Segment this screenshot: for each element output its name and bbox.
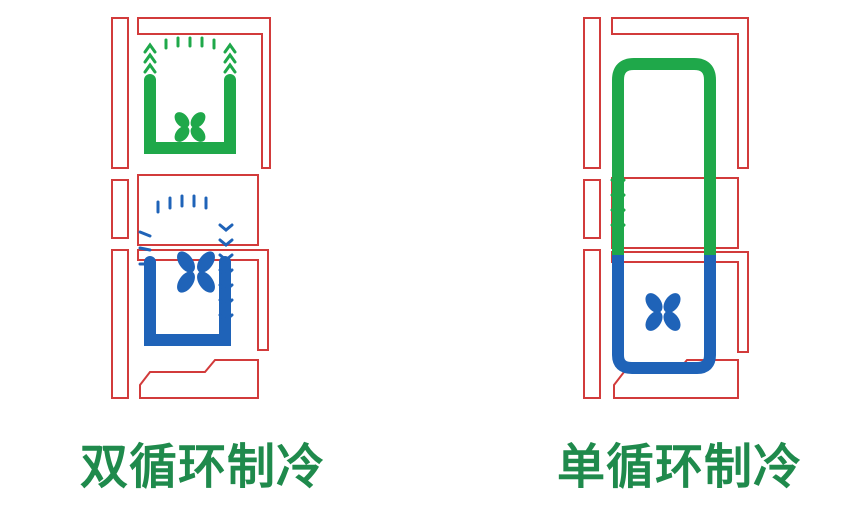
fridge-wall <box>611 17 749 169</box>
door-strip-mid <box>583 179 601 239</box>
fan-icon <box>174 112 206 142</box>
fridge-airflow-arrows <box>143 36 237 74</box>
freezer-air-duct <box>612 255 716 374</box>
single-circuit-caption: 单循环制冷 <box>557 439 803 495</box>
dual-circuit-panel: 双循环制冷 <box>0 0 432 519</box>
fan-icon <box>177 251 215 293</box>
dual-circuit-diagram <box>111 17 271 399</box>
door-strip-top <box>111 17 129 169</box>
door-strip-bottom <box>583 249 601 399</box>
freezer-wall <box>137 249 269 351</box>
fridge-airflow-arrows <box>610 178 626 234</box>
dual-circuit-caption: 双循环制冷 <box>80 439 326 495</box>
door-strip-top <box>583 17 601 169</box>
fridge-air-duct <box>612 58 716 255</box>
door-strip-bottom <box>111 249 129 399</box>
crisper-wall <box>137 174 259 246</box>
fridge-wall <box>137 17 271 169</box>
door-strip-mid <box>111 179 129 239</box>
freezer-air-duct <box>144 256 231 346</box>
single-circuit-diagram <box>583 17 749 399</box>
compressor-base <box>139 359 259 399</box>
freezer-airflow-arrows <box>138 194 234 322</box>
single-circuit-panel: 单循环制冷 <box>432 0 865 519</box>
crisper-wall <box>611 177 739 249</box>
fan-icon <box>645 293 681 331</box>
fridge-air-duct <box>144 74 236 154</box>
